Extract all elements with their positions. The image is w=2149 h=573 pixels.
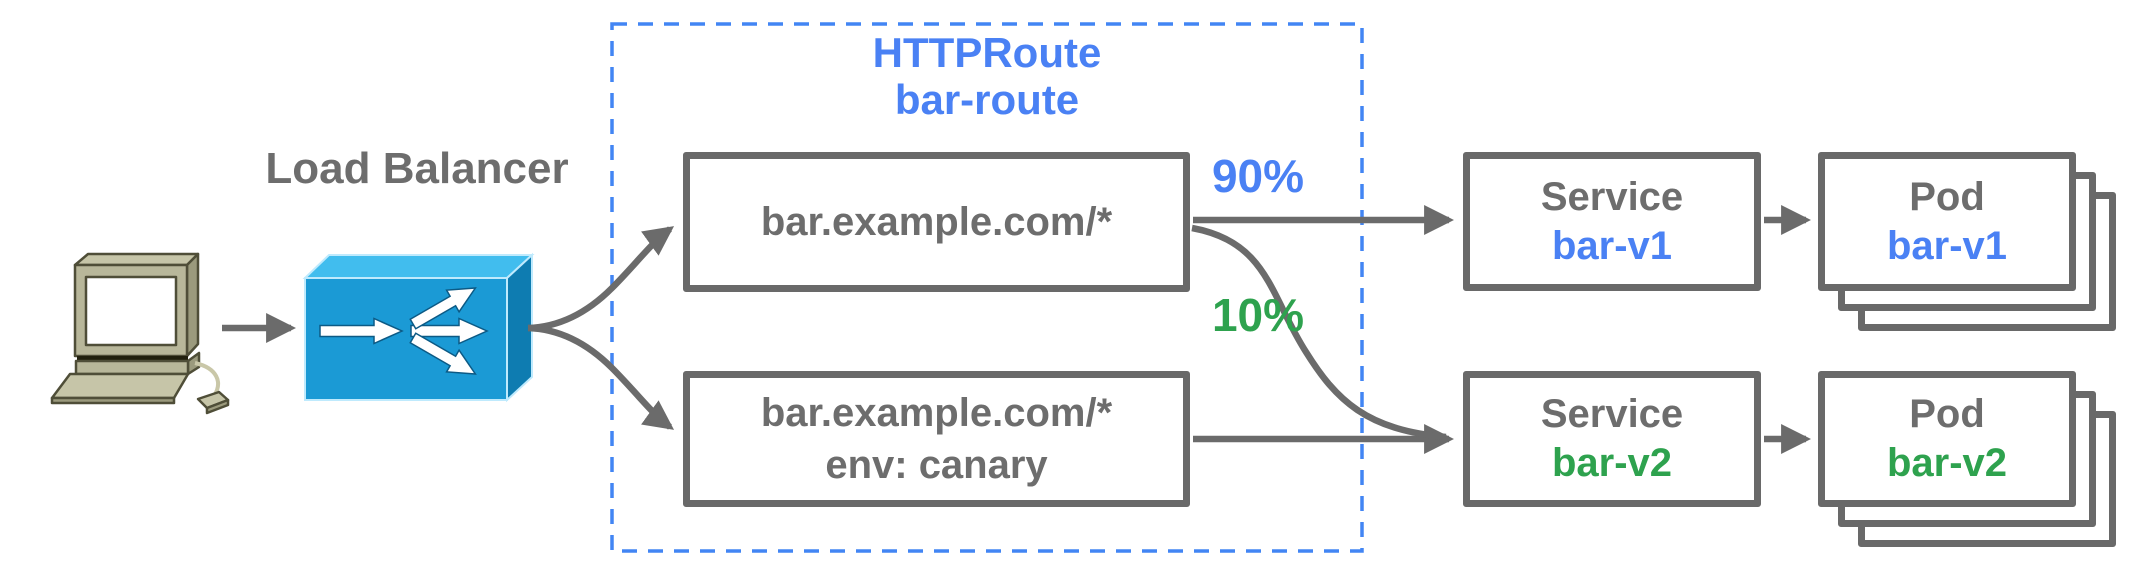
rule2-header-label: env: canary (825, 443, 1048, 487)
pod-stack-bar-v2: Pod bar-v2 (1818, 371, 2116, 547)
httproute-kind-label: HTTPRoute (872, 29, 1102, 76)
pod1-kind-label: Pod (1909, 174, 1985, 219)
pod-box-bar-v2: Pod bar-v2 (1818, 371, 2076, 507)
edge-rule1-to-service2-10 (1191, 224, 1447, 441)
lb-arrow-up (409, 287, 477, 330)
edges (222, 205, 1811, 454)
rule2-match-label: bar.example.com/* (760, 391, 1113, 435)
httproute-title: HTTPRoute bar-route (787, 29, 1187, 123)
httproute-name-label: bar-route (894, 76, 1080, 123)
service-box-bar-v2: Service bar-v2 (1463, 371, 1761, 507)
pod1-name-label: bar-v1 (1886, 223, 2008, 268)
service-box-bar-v1: Service bar-v1 (1463, 152, 1761, 291)
rule1-match-label: bar.example.com/* (760, 200, 1113, 244)
monitor-neck (77, 356, 188, 361)
weight-10-label: 10% (1211, 289, 1305, 341)
edge-lb-to-rule1 (527, 226, 675, 332)
pod-stack-bar-v1: Pod bar-v1 (1818, 152, 2116, 331)
computer-base (74, 359, 190, 376)
service2-kind-label: Service (1540, 392, 1684, 436)
pod2-name-label: bar-v2 (1886, 441, 2008, 485)
lb-top-face (302, 254, 535, 279)
weight-90-label: 90% (1211, 150, 1305, 202)
rule-box-2: bar.example.com/* env: canary (683, 371, 1190, 507)
service1-kind-label: Service (1540, 174, 1684, 219)
lb-front-face (304, 277, 508, 401)
edge-lb-to-rule2 (527, 324, 675, 430)
mouse-front (205, 398, 230, 415)
keyboard-front (50, 396, 176, 405)
monitor-top-face (73, 252, 200, 267)
monitor-side-face (185, 252, 200, 358)
pod-box-bar-v1: Pod bar-v1 (1818, 152, 2076, 291)
lb-split-arrows-glyph (319, 287, 489, 375)
desktop-computer-icon (50, 252, 230, 415)
load-balancer-icon (302, 252, 535, 403)
lb-arrow-in (319, 317, 404, 345)
monitor-screen (84, 275, 178, 347)
lb-arrow-down (409, 332, 477, 375)
keyboard-top (50, 372, 190, 400)
service1-name-label: bar-v1 (1551, 223, 1673, 268)
load-balancer-label: Load Balancer (265, 144, 569, 193)
pod2-kind-label: Pod (1909, 392, 1985, 436)
service2-name-label: bar-v2 (1551, 441, 1673, 485)
rule-box-1: bar.example.com/* (683, 152, 1190, 292)
